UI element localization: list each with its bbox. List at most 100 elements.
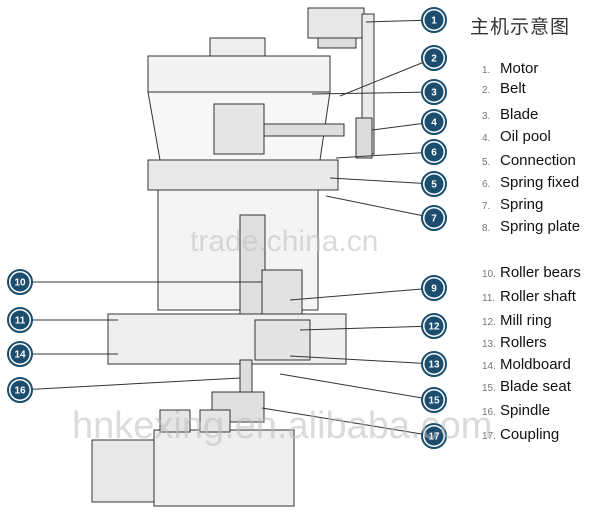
- legend-number: 2.: [482, 85, 491, 96]
- legend-item: 7. Spring: [482, 196, 543, 213]
- callout-number: 6: [431, 148, 437, 159]
- legend-item: 13. Rollers: [482, 334, 547, 351]
- bottom-motor-shape: [91, 439, 155, 503]
- callout-badge: 7: [421, 205, 447, 231]
- legend-number: 16.: [482, 407, 496, 418]
- legend-item: 15.Blade seat: [482, 378, 571, 395]
- legend-number: 8.: [482, 223, 491, 234]
- callout-number: 3: [431, 88, 437, 99]
- callout-badge: 13: [421, 351, 447, 377]
- legend-item: 17. Coupling: [482, 426, 559, 443]
- callout-number: 4: [431, 118, 437, 129]
- callout-line: [329, 177, 435, 185]
- legend-label: Blade seat: [500, 378, 571, 395]
- legend-label: Spring fixed: [500, 174, 580, 191]
- callout-number: 10: [14, 278, 26, 289]
- legend-item: 2. Belt: [482, 80, 526, 97]
- oil-pool-shape: [213, 103, 265, 155]
- callout-number: 17: [428, 432, 440, 443]
- callout-number: 2: [431, 54, 437, 65]
- top-motor-shape: [307, 7, 365, 39]
- legend-item: 3. Blade: [482, 106, 538, 123]
- callout-number: 15: [428, 396, 440, 407]
- callout-line: [261, 407, 435, 437]
- callout-line: [299, 325, 435, 331]
- legend-number: 5.: [482, 157, 491, 168]
- legend-label: Roller bears: [500, 264, 581, 281]
- diagram-title: 主机示意图: [470, 16, 571, 38]
- callout-number: 11: [15, 316, 26, 327]
- spindle-shape: [239, 359, 253, 397]
- callout-badge: 17: [421, 423, 447, 449]
- callout-line: [325, 195, 435, 219]
- legend-item: 16. Spindle: [482, 402, 550, 419]
- legend-label: Connection: [500, 152, 576, 169]
- callout-badge: 3: [421, 79, 447, 105]
- callout-line: [19, 377, 241, 391]
- legend-label: Blade: [500, 106, 539, 123]
- legend-label: Spring plate: [500, 218, 581, 235]
- legend-number: 1.: [482, 65, 491, 76]
- mill-body: [91, 7, 375, 507]
- callout-line: [289, 287, 435, 301]
- legend-item: 8. Spring plate: [482, 218, 580, 235]
- callout-badge: 15: [421, 387, 447, 413]
- callout-badge: 6: [421, 139, 447, 165]
- legend-item: 10. Roller bears: [482, 264, 581, 281]
- callout-badge: 14: [7, 341, 33, 367]
- gearbox-shape: [153, 429, 295, 507]
- legend-number: 14.: [482, 361, 496, 372]
- legend-item: 12. Mill ring: [482, 312, 552, 329]
- legend-item: 14. Moldboard: [482, 356, 571, 373]
- callout-badge: 2: [421, 45, 447, 71]
- legend-item: 6. Spring fixed: [482, 174, 579, 191]
- callout-number: 16: [14, 386, 26, 397]
- legend-item: 1. Motor: [482, 60, 538, 77]
- legend-number: 6.: [482, 179, 491, 190]
- callout-line: [335, 151, 435, 159]
- callout-badge: 1: [421, 7, 447, 33]
- legend-number: 17.: [482, 431, 496, 442]
- callout-number: 7: [431, 214, 437, 225]
- legend-item: 5. Connection: [482, 152, 576, 169]
- callout-number: 12: [428, 322, 440, 333]
- legend-number: 11.: [482, 293, 496, 304]
- callout-number: 13: [428, 360, 440, 371]
- legend-label: Mill ring: [500, 312, 552, 329]
- callout-badge: 11: [7, 307, 33, 333]
- callout-line: [339, 57, 435, 97]
- legend-label: Spindle: [500, 402, 551, 419]
- legend-number: 4.: [482, 133, 491, 144]
- legend-label: Roller shaft: [500, 288, 576, 305]
- legend-label: Moldboard: [500, 356, 571, 373]
- legend-label: Oil pool: [500, 128, 551, 145]
- callout-badge: 5: [421, 171, 447, 197]
- callout-line: [279, 373, 435, 401]
- legend-number: 12.: [482, 317, 496, 328]
- legend-item: 4. Oil pool: [482, 128, 551, 145]
- callout-line: [289, 355, 435, 365]
- callout-number: 1: [431, 16, 437, 27]
- legend-number: 10.: [482, 269, 496, 280]
- legend-number: 7.: [482, 201, 491, 212]
- legend-number: 3.: [482, 111, 491, 122]
- legend-label: Belt: [500, 80, 526, 97]
- callout-line: [311, 91, 435, 95]
- callout-number: 14: [14, 350, 26, 361]
- legend-label: Motor: [500, 60, 539, 77]
- legend-label: Rollers: [500, 334, 547, 351]
- legend-item: 11. Roller shaft: [482, 288, 576, 305]
- legend-label: Coupling: [500, 426, 560, 443]
- spring-section: [147, 159, 339, 191]
- callout-badge: 16: [7, 377, 33, 403]
- callout-badge: 12: [421, 313, 447, 339]
- callout-lines: [19, 19, 435, 437]
- callout-badge: 4: [421, 109, 447, 135]
- legend-label: Spring: [500, 196, 544, 213]
- callout-number: 9: [431, 284, 437, 295]
- callout-badge: 10: [7, 269, 33, 295]
- legend-number: 13.: [482, 339, 496, 350]
